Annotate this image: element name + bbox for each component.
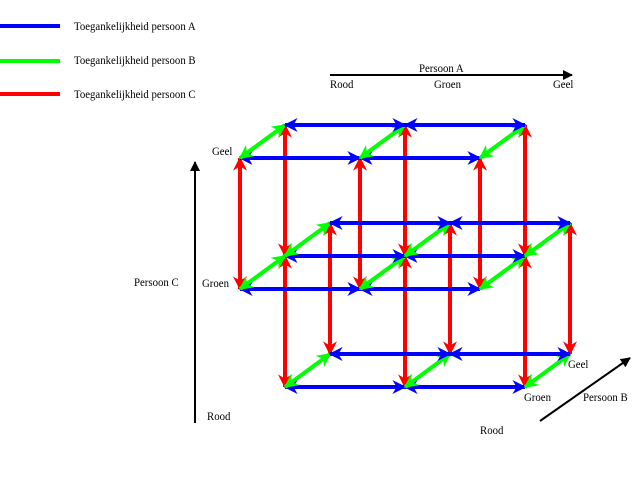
axis-b-rood: Rood <box>480 423 504 437</box>
edge-person-b <box>523 352 572 389</box>
legend-line-a <box>0 24 60 28</box>
edge-person-b <box>358 123 407 160</box>
legend-label-a: Toegankelijkheid persoon A <box>74 19 196 33</box>
legend-line-b <box>0 59 60 63</box>
edge-person-b <box>523 221 572 258</box>
edge-person-b <box>283 221 332 258</box>
axis-a-groen: Groen <box>434 77 461 91</box>
axis-c-groen: Groen <box>202 276 229 290</box>
edge-person-b <box>403 221 452 258</box>
axis-a-title: Persoon A <box>419 61 464 75</box>
axis-c-geel: Geel <box>212 144 233 158</box>
axis-b-groen: Groen <box>524 390 551 404</box>
edge-person-b <box>238 123 287 160</box>
axis-c-rood: Rood <box>207 409 231 423</box>
axis-b-arrow <box>539 357 631 422</box>
axis-a-rood: Rood <box>330 77 354 91</box>
edge-person-b <box>238 254 287 291</box>
edge-person-b <box>478 254 527 291</box>
axis-b-title: Persoon B <box>583 390 628 404</box>
axis-a-geel: Geel <box>553 77 574 91</box>
axis-c-title: Persoon C <box>134 275 179 289</box>
legend-label-c: Toegankelijkheid persoon C <box>74 87 196 101</box>
edge-person-b <box>403 352 452 389</box>
edge-person-b <box>358 254 407 291</box>
legend-label-b: Toegankelijkheid persoon B <box>74 53 196 67</box>
edge-person-b <box>283 352 332 389</box>
legend-line-c <box>0 92 60 96</box>
axis-b-geel: Geel <box>568 357 589 371</box>
edge-person-b <box>478 123 527 160</box>
